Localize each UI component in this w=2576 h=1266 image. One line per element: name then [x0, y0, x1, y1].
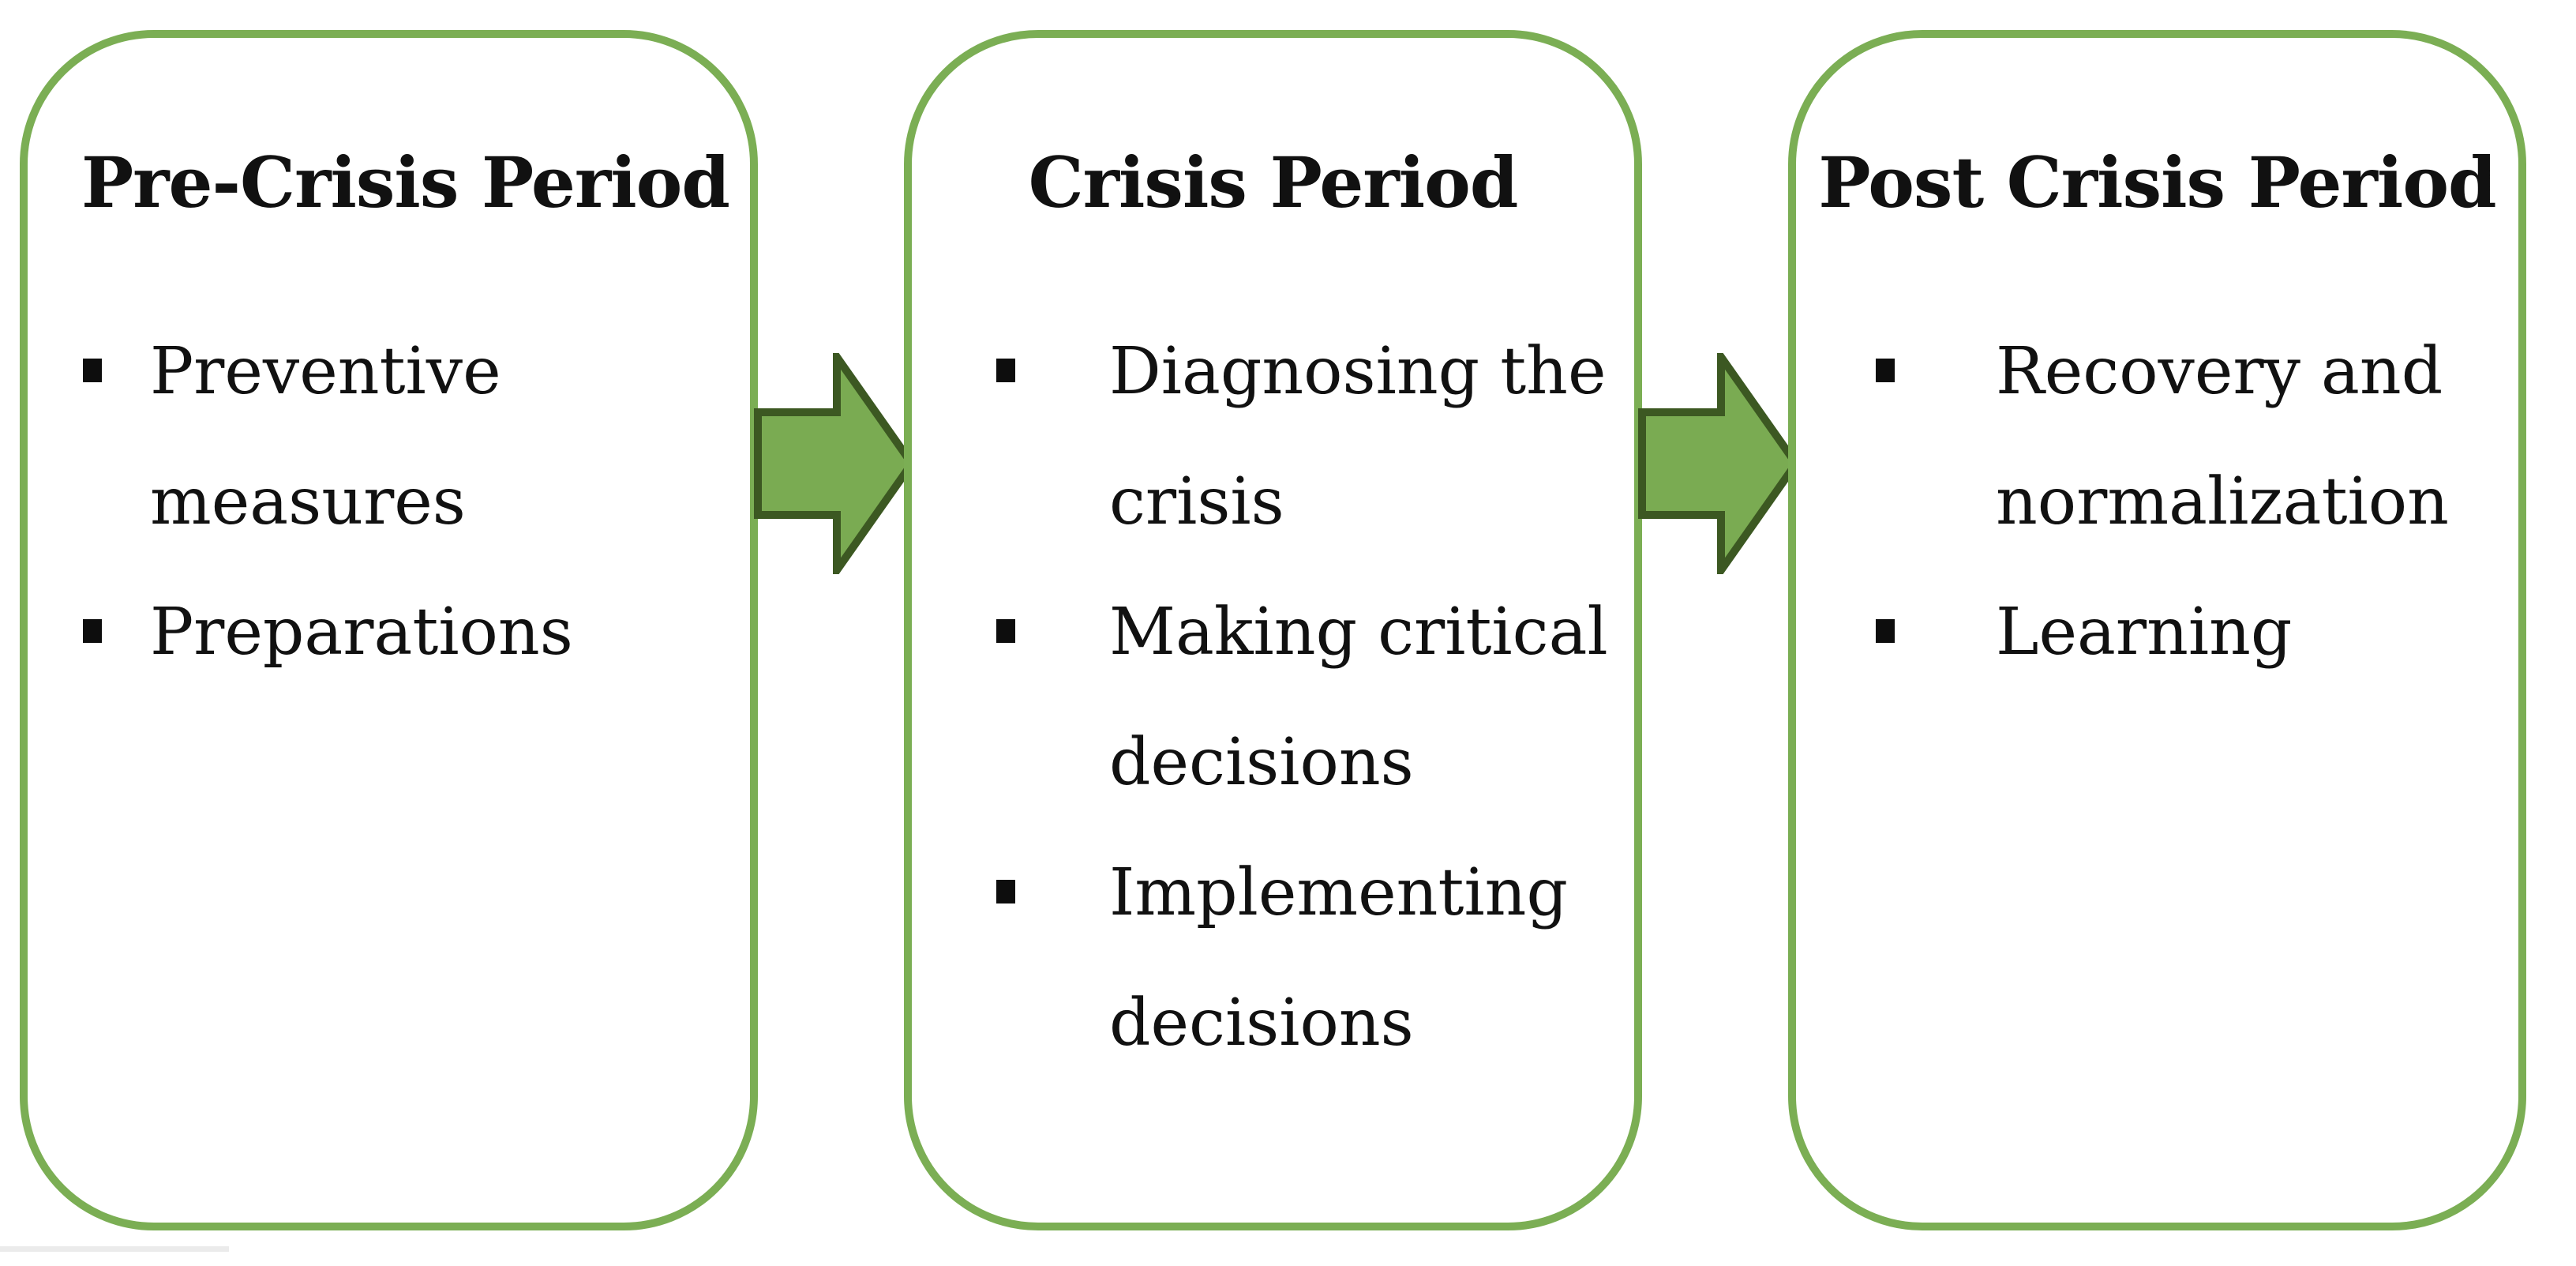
square-bullet-icon: [1876, 619, 1895, 643]
list-item-text: Preventive measures: [150, 334, 501, 539]
list-item: Learning: [1876, 567, 2495, 697]
stage-title: Pre-Crisis Period: [81, 141, 730, 224]
list-item: Preventive measures: [83, 306, 726, 567]
list-item: Preparations: [83, 567, 726, 697]
square-bullet-icon: [83, 359, 102, 382]
list-item: Making critical decisions: [996, 567, 1610, 828]
stage-title: Crisis Period: [1028, 141, 1519, 224]
stage-bullet-list: Recovery and normalization Learning: [1876, 306, 2495, 697]
stage-card-post-crisis-period: Post Crisis Period Recovery and normaliz…: [1788, 30, 2526, 1230]
square-bullet-icon: [1876, 359, 1895, 382]
edge-artifact: [0, 1246, 229, 1252]
list-item-text: Diagnosing the crisis: [1109, 334, 1607, 539]
square-bullet-icon: [83, 619, 102, 643]
right-block-arrow-icon: [1638, 353, 1800, 574]
list-item-text: Making critical decisions: [1109, 595, 1608, 800]
stage-card-pre-crisis-period: Pre-Crisis Period Preventive measures Pr…: [20, 30, 758, 1230]
square-bullet-icon: [996, 880, 1015, 903]
list-item: Implementing decisions: [996, 828, 1610, 1088]
list-item-text: Preparations: [150, 595, 573, 670]
stage-card-crisis-period: Crisis Period Diagnosing the crisis Maki…: [904, 30, 1642, 1230]
stage-title: Post Crisis Period: [1818, 141, 2496, 224]
list-item-text: Learning: [1996, 595, 2293, 670]
right-block-arrow-icon: [754, 353, 916, 574]
list-item-text: Recovery and normalization: [1996, 334, 2449, 539]
list-item-text: Implementing decisions: [1109, 855, 1568, 1061]
square-bullet-icon: [996, 619, 1015, 643]
list-item: Diagnosing the crisis: [996, 306, 1610, 567]
list-item: Recovery and normalization: [1876, 306, 2495, 567]
stage-bullet-list: Diagnosing the crisis Making critical de…: [996, 306, 1610, 1088]
stage-bullet-list: Preventive measures Preparations: [83, 306, 726, 697]
square-bullet-icon: [996, 359, 1015, 382]
